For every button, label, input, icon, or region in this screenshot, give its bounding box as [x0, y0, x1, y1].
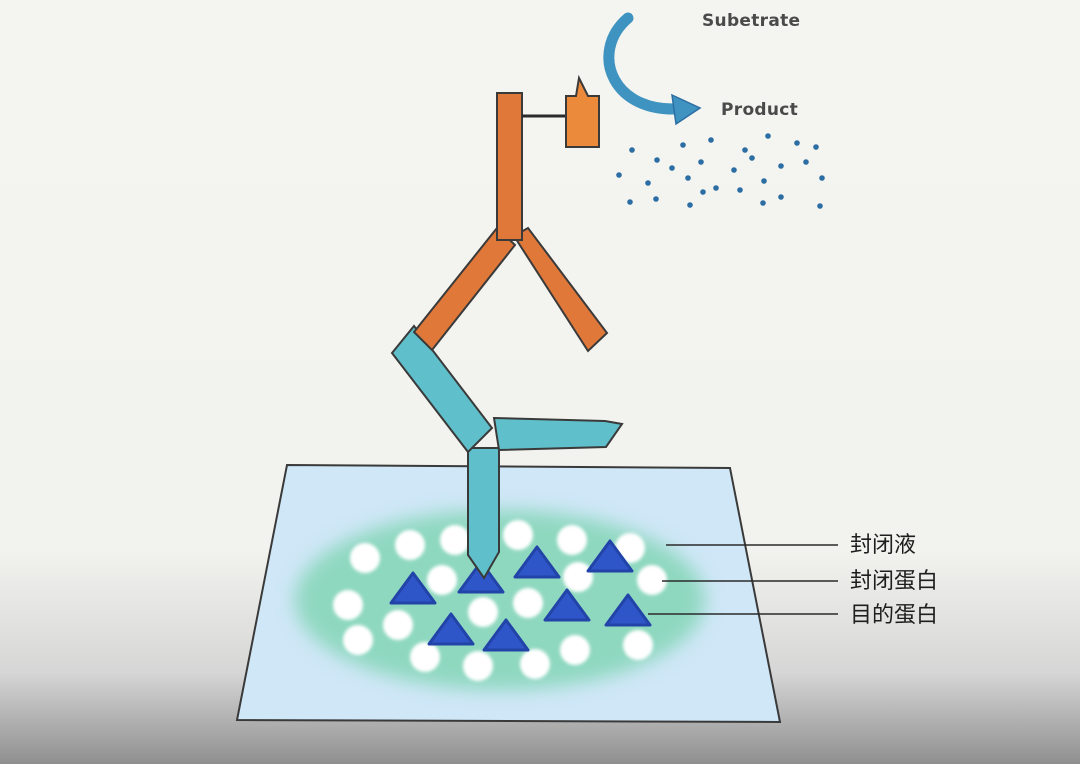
product-dot [737, 187, 743, 193]
product-dot [731, 167, 737, 173]
blocking-protein-dot [615, 533, 645, 563]
product-dot [698, 159, 704, 165]
target-protein-triangle [427, 612, 475, 646]
blocking-protein-dot [343, 625, 373, 655]
secondary-antibody-right-arm [512, 226, 609, 353]
product-dot [819, 175, 825, 181]
blocking-protein-dot [557, 525, 587, 555]
blocking-protein-dot [427, 565, 457, 595]
blocking-protein-dot [383, 610, 413, 640]
target-proteins [389, 539, 652, 652]
target-protein-triangle [586, 539, 634, 573]
enzyme-tag [565, 74, 600, 148]
primary-antibody-right-arm [492, 416, 624, 452]
primary-antibody-left-arm [390, 324, 494, 454]
primary-antibody [390, 324, 624, 580]
primary-antibody-stem [467, 447, 500, 580]
blocking-protein-dot [560, 635, 590, 665]
product-dot [778, 194, 784, 200]
target-protein-triangle [513, 545, 561, 579]
blocking-protein-dot [395, 530, 425, 560]
product-dot [761, 178, 767, 184]
product-dot [687, 202, 693, 208]
blocking-protein-dot [623, 630, 653, 660]
product-dot [760, 200, 766, 206]
product-dots [616, 133, 825, 209]
product-dot [813, 144, 819, 150]
secondary-antibody [412, 92, 609, 353]
target-protein-triangle [543, 588, 591, 622]
product-dot [765, 133, 771, 139]
target-protein-triangle [389, 571, 437, 605]
product-dot [653, 196, 659, 202]
substrate-arrow [603, 12, 694, 115]
blocking-protein-dot [410, 642, 440, 672]
label-substrate: Subetrate [702, 11, 800, 31]
label-target-protein: 目的蛋白 [850, 603, 938, 628]
blocking-protein-dot [503, 520, 533, 550]
secondary-antibody-stem [496, 92, 523, 241]
blocking-protein-dot [350, 543, 380, 573]
product-dot [708, 137, 714, 143]
blocking-protein-dot [463, 651, 493, 681]
blocking-protein-dot [520, 649, 550, 679]
substrate-arrowhead [671, 93, 702, 126]
product-dot [654, 157, 660, 163]
blocking-protein-dot [563, 562, 593, 592]
product-dot [616, 172, 622, 178]
label-product: Product [721, 100, 798, 120]
product-dot [803, 159, 809, 165]
target-protein-triangle [457, 560, 505, 594]
blocking-protein-dot [333, 590, 363, 620]
blocking-protein-dot [637, 565, 667, 595]
blocking-proteins [333, 520, 667, 681]
product-dot [778, 163, 784, 169]
target-protein-triangle [482, 618, 530, 652]
label-blocking-protein: 封闭蛋白 [850, 569, 938, 594]
product-dot [794, 140, 800, 146]
blocking-protein-dot [513, 588, 543, 618]
product-dot [713, 185, 719, 191]
target-protein-triangle [604, 593, 652, 627]
blocking-protein-dot [440, 525, 470, 555]
product-dot [817, 203, 823, 209]
product-dot [680, 142, 686, 148]
product-dot [629, 147, 635, 153]
blocking-protein-dot [468, 597, 498, 627]
secondary-antibody-left-arm [412, 226, 517, 352]
product-dot [669, 165, 675, 171]
product-dot [627, 199, 633, 205]
product-dot [645, 180, 651, 186]
product-dot [685, 175, 691, 181]
product-dot [742, 147, 748, 153]
label-blocking-solution: 封闭液 [850, 533, 916, 558]
product-dot [700, 189, 706, 195]
product-dot [749, 155, 755, 161]
